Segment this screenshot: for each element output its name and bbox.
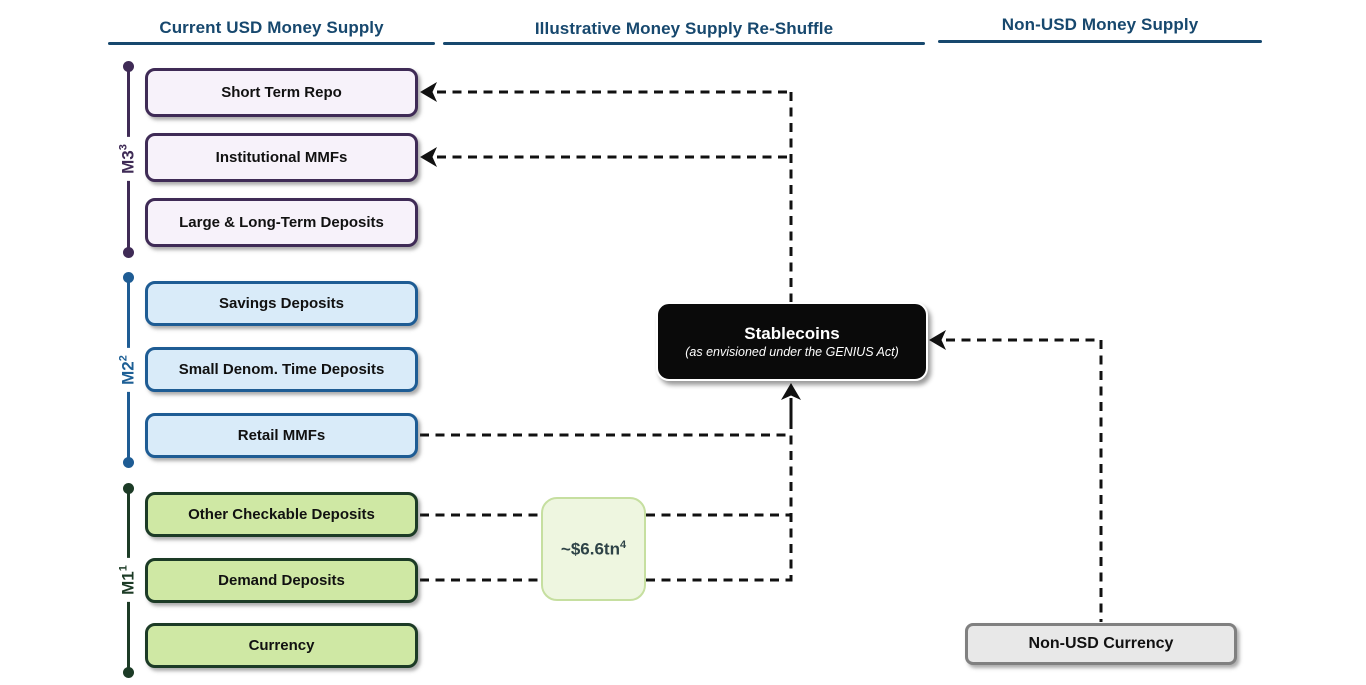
header-illustrative-reshuffle: Illustrative Money Supply Re-Shuffle [534, 19, 834, 38]
amount-value-text: ~$6.6tn [560, 539, 620, 559]
m1-top-dot [123, 483, 134, 494]
arrowhead-short-term-repo [420, 82, 437, 102]
arrowhead-institutional-mmfs [420, 147, 437, 167]
box-small-denom-time-deposits: Small Denom. Time Deposits [145, 347, 418, 392]
amount-footnote: 4 [619, 538, 627, 551]
m1-label: M11 [117, 558, 139, 602]
m1-label-footnote: 1 [117, 565, 130, 572]
m2-label: M22 [117, 348, 139, 392]
header-non-usd-money-supply: Non-USD Money Supply [1001, 15, 1199, 34]
m3-label-footnote: 3 [117, 144, 130, 151]
box-currency: Currency [145, 623, 418, 668]
m3-top-dot [123, 61, 134, 72]
m2-top-dot [123, 272, 134, 283]
header-underline-right [938, 40, 1262, 43]
box-retail-mmfs: Retail MMFs [145, 413, 418, 458]
m3-label-text: M3 [118, 150, 138, 174]
m1-label-text: M1 [118, 571, 138, 595]
stablecoins-subtitle: (as envisioned under the GENIUS Act) [685, 345, 899, 359]
m2-bottom-dot [123, 457, 134, 468]
box-institutional-mmfs: Institutional MMFs [145, 133, 418, 182]
amount-bubble: ~$6.6tn4 [541, 497, 646, 601]
box-savings-deposits: Savings Deposits [145, 281, 418, 326]
header-underline-middle [443, 42, 925, 45]
arrowhead-into-stablecoins [781, 383, 801, 400]
arrowhead-stablecoins-right [929, 330, 946, 350]
m1-bottom-dot [123, 667, 134, 678]
stablecoins-title: Stablecoins [744, 323, 840, 343]
amount-value: ~$6.6tn4 [561, 539, 626, 560]
m3-bottom-dot [123, 247, 134, 258]
m2-label-text: M2 [118, 361, 138, 385]
box-short-term-repo: Short Term Repo [145, 68, 418, 117]
m3-label: M33 [117, 137, 139, 181]
box-demand-deposits: Demand Deposits [145, 558, 418, 603]
m2-label-footnote: 2 [117, 355, 130, 362]
box-other-checkable-deposits: Other Checkable Deposits [145, 492, 418, 537]
box-large-long-term-deposits: Large & Long-Term Deposits [145, 198, 418, 247]
header-current-usd-money-supply: Current USD Money Supply [159, 18, 384, 37]
box-non-usd-currency: Non-USD Currency [965, 623, 1237, 665]
box-stablecoins: Stablecoins (as envisioned under the GEN… [656, 302, 928, 381]
header-underline-left [108, 42, 435, 45]
